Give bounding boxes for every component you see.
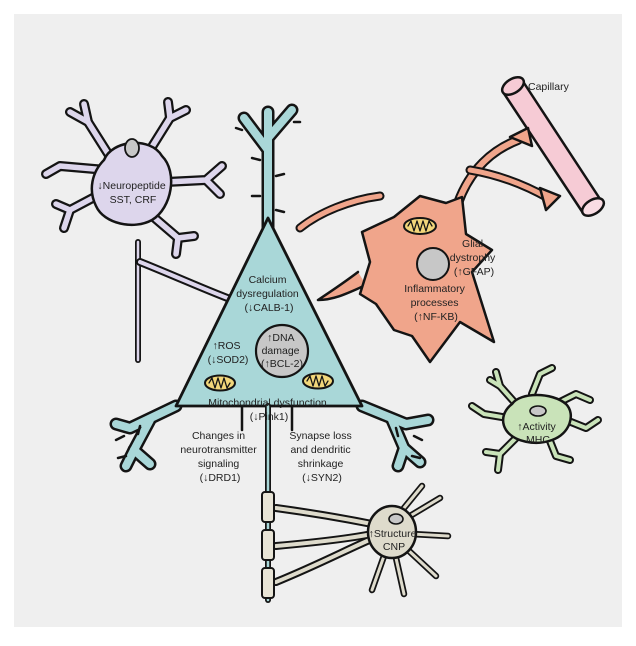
astrocyte-mitochondrion	[404, 218, 436, 234]
neuron-mitochondrion-right	[303, 374, 333, 389]
capillary-label: Capillary	[528, 81, 570, 93]
dna-label: ↑DNA damage (↑BCL-2)	[261, 332, 303, 370]
neuron-mitochondrion-left	[205, 376, 235, 391]
